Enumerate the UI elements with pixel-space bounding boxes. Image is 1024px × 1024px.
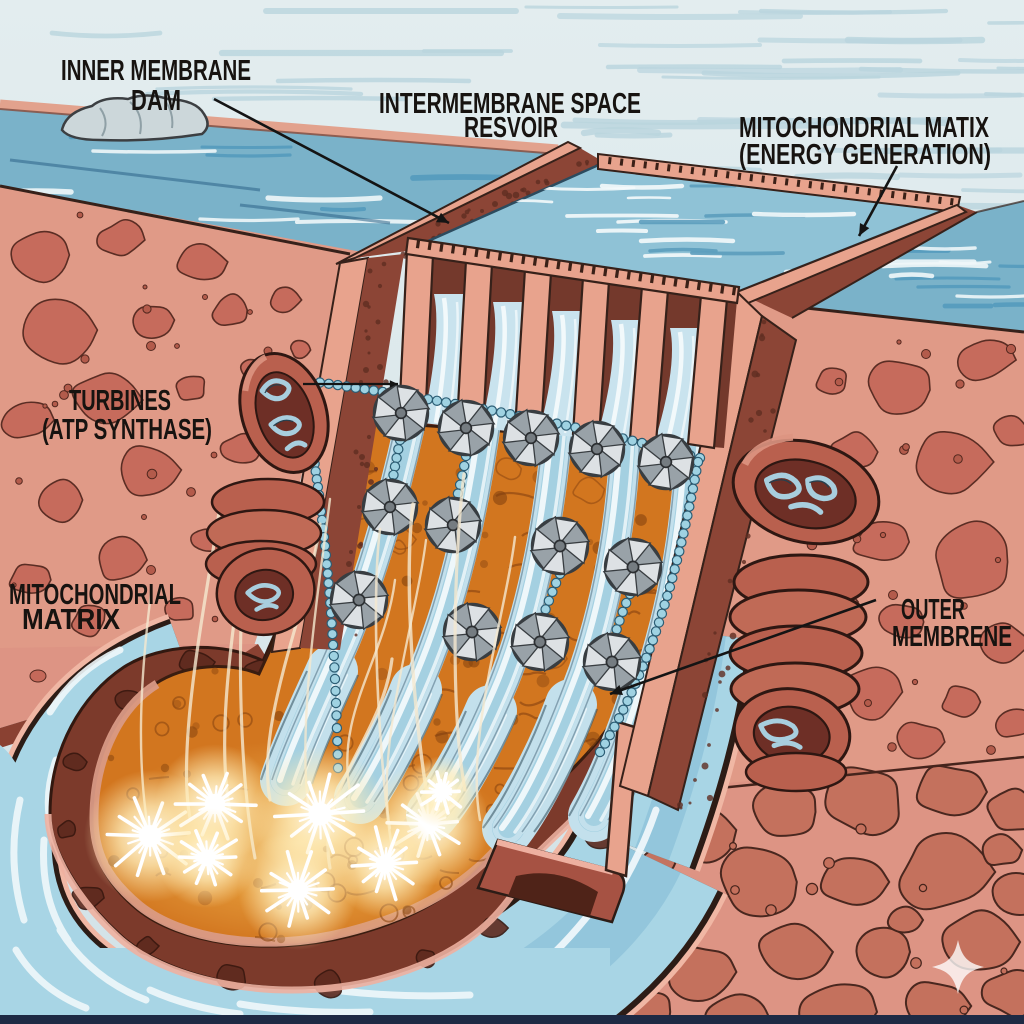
svg-text:OUTER: OUTER <box>901 594 965 626</box>
svg-text:MITOCHONDRIAL: MITOCHONDRIAL <box>9 579 181 611</box>
svg-text:TURBINES: TURBINES <box>69 385 171 417</box>
svg-text:MITOCHONDRIAL MATIX: MITOCHONDRIAL MATIX <box>739 112 989 144</box>
svg-text:(ATP SYNTHASE): (ATP SYNTHASE) <box>42 414 212 446</box>
svg-text:RESVOIR: RESVOIR <box>464 112 558 144</box>
svg-text:MEMBRENE: MEMBRENE <box>892 621 1012 653</box>
svg-text:INNER MEMBRANE: INNER MEMBRANE <box>61 55 251 87</box>
svg-text:DAM: DAM <box>131 85 181 117</box>
svg-text:(ENERGY GENERATION): (ENERGY GENERATION) <box>739 139 991 171</box>
svg-text:MATRIX: MATRIX <box>22 604 121 636</box>
svg-text:INTERMEMBRANE SPACE: INTERMEMBRANE SPACE <box>379 88 641 120</box>
